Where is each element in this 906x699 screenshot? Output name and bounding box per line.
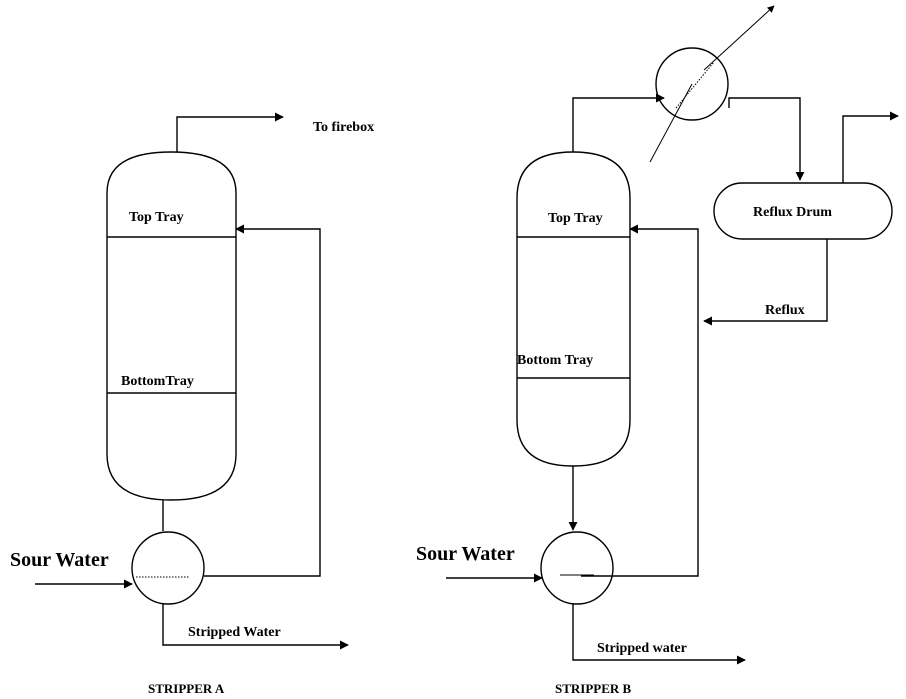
stripper-a-product-label: Stripped Water [188,625,281,640]
stripper-b-overhead-line [572,93,665,152]
stripper-b-product-line [572,604,746,665]
stripper-a-feed-label: Sour Water [10,549,109,571]
stripper-b-bottom-tray-label: Bottom Tray [517,353,593,368]
condenser-to-drum-line [728,97,805,181]
stripper-a-caption: STRIPPER A [148,681,225,696]
stripper-b-condenser [655,47,729,121]
stripper-b-product-label: Stripped water [597,641,687,656]
stripper-b-feed-label: Sour Water [416,543,515,565]
condenser-coolant-dotted [675,61,715,109]
condenser-coolant-in-line [649,83,693,163]
stripper-a-bottom-tray-label: BottomTray [121,374,194,389]
stripper-a-exchanger [131,531,205,605]
condenser-coolant-out-arrow [703,5,775,71]
stripper-a-overhead-line [176,112,284,152]
drum-vent-line [842,111,899,183]
stripper-a-vapor-out-label: To firebox [313,120,374,135]
stripper-b-column [516,151,631,467]
stripper-b-exchanger [540,531,614,605]
stripper-b-top-tray-label: Top Tray [548,211,603,226]
stripper-b-return-line [581,224,699,577]
reflux-label: Reflux [765,303,805,318]
reflux-drum-label: Reflux Drum [753,205,832,220]
stripper-a [35,112,349,650]
reflux-drum [713,182,893,240]
stripper-b-caption: STRIPPER B [555,681,632,696]
stripper-a-top-tray-label: Top Tray [129,210,184,225]
stripper-a-column [106,151,237,501]
stripper-a-return-line [204,224,321,577]
stripper-b [446,5,899,665]
stripper-a-product-line [162,604,349,650]
reflux-line [703,239,828,326]
